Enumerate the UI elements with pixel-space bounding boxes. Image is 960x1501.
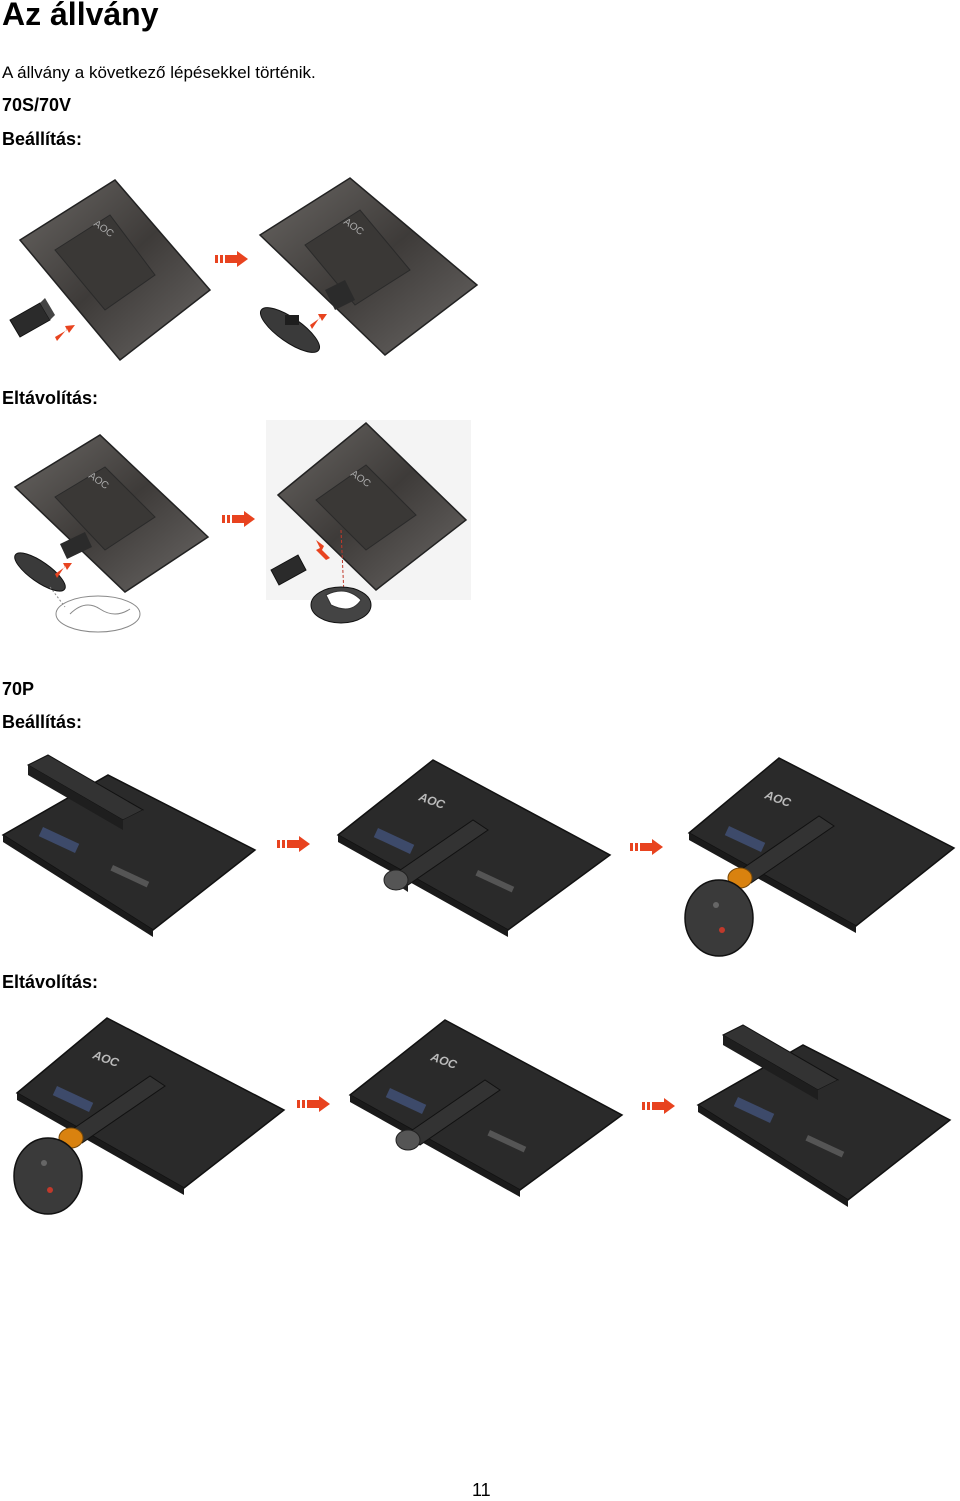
illustration-70s-remove-step1: AOC — [13, 434, 210, 633]
insert-arrow-icon — [310, 314, 327, 329]
illustration-70p-remove-step3 — [696, 1024, 952, 1207]
illustration-70s-remove-step2: AOC — [266, 420, 471, 624]
step-arrow-icon — [630, 839, 663, 855]
insert-arrow-icon — [316, 540, 330, 560]
illustration-70s-install-step2: AOC — [258, 177, 479, 356]
step-arrow-icon — [297, 1096, 330, 1112]
illustration-70s-install-step1: AOC — [9, 179, 212, 362]
intro-text: A állvány a következő lépésekkel történi… — [2, 63, 316, 82]
model-70p-remove-heading: Eltávolítás: — [2, 972, 99, 992]
illustration-70p-install-step3: AOC — [684, 757, 956, 957]
model-70p-install-heading: Beállítás: — [2, 712, 83, 732]
illustration-70p-install-step2: AOC — [336, 759, 612, 937]
illustration-70p-remove-step1: AOC — [13, 1017, 286, 1215]
illustration-70p-remove-step2: AOC — [348, 1019, 624, 1197]
illustration-70p-install-step1 — [1, 754, 257, 937]
insert-arrow-icon — [55, 563, 72, 578]
insert-arrow-icon — [55, 325, 75, 341]
step-arrow-icon — [277, 836, 310, 852]
model-70s-remove-heading: Eltávolítás: — [2, 388, 99, 408]
model-70p-heading: 70P — [2, 679, 35, 699]
step-arrow-icon — [222, 511, 255, 527]
model-70s-install-heading: Beállítás: — [2, 129, 83, 149]
step-arrow-icon — [215, 251, 248, 267]
page-title: Az állvány — [2, 0, 159, 32]
step-arrow-icon — [642, 1098, 675, 1114]
page-number: 11 — [472, 1480, 491, 1500]
model-70s-heading: 70S/70V — [2, 95, 72, 115]
